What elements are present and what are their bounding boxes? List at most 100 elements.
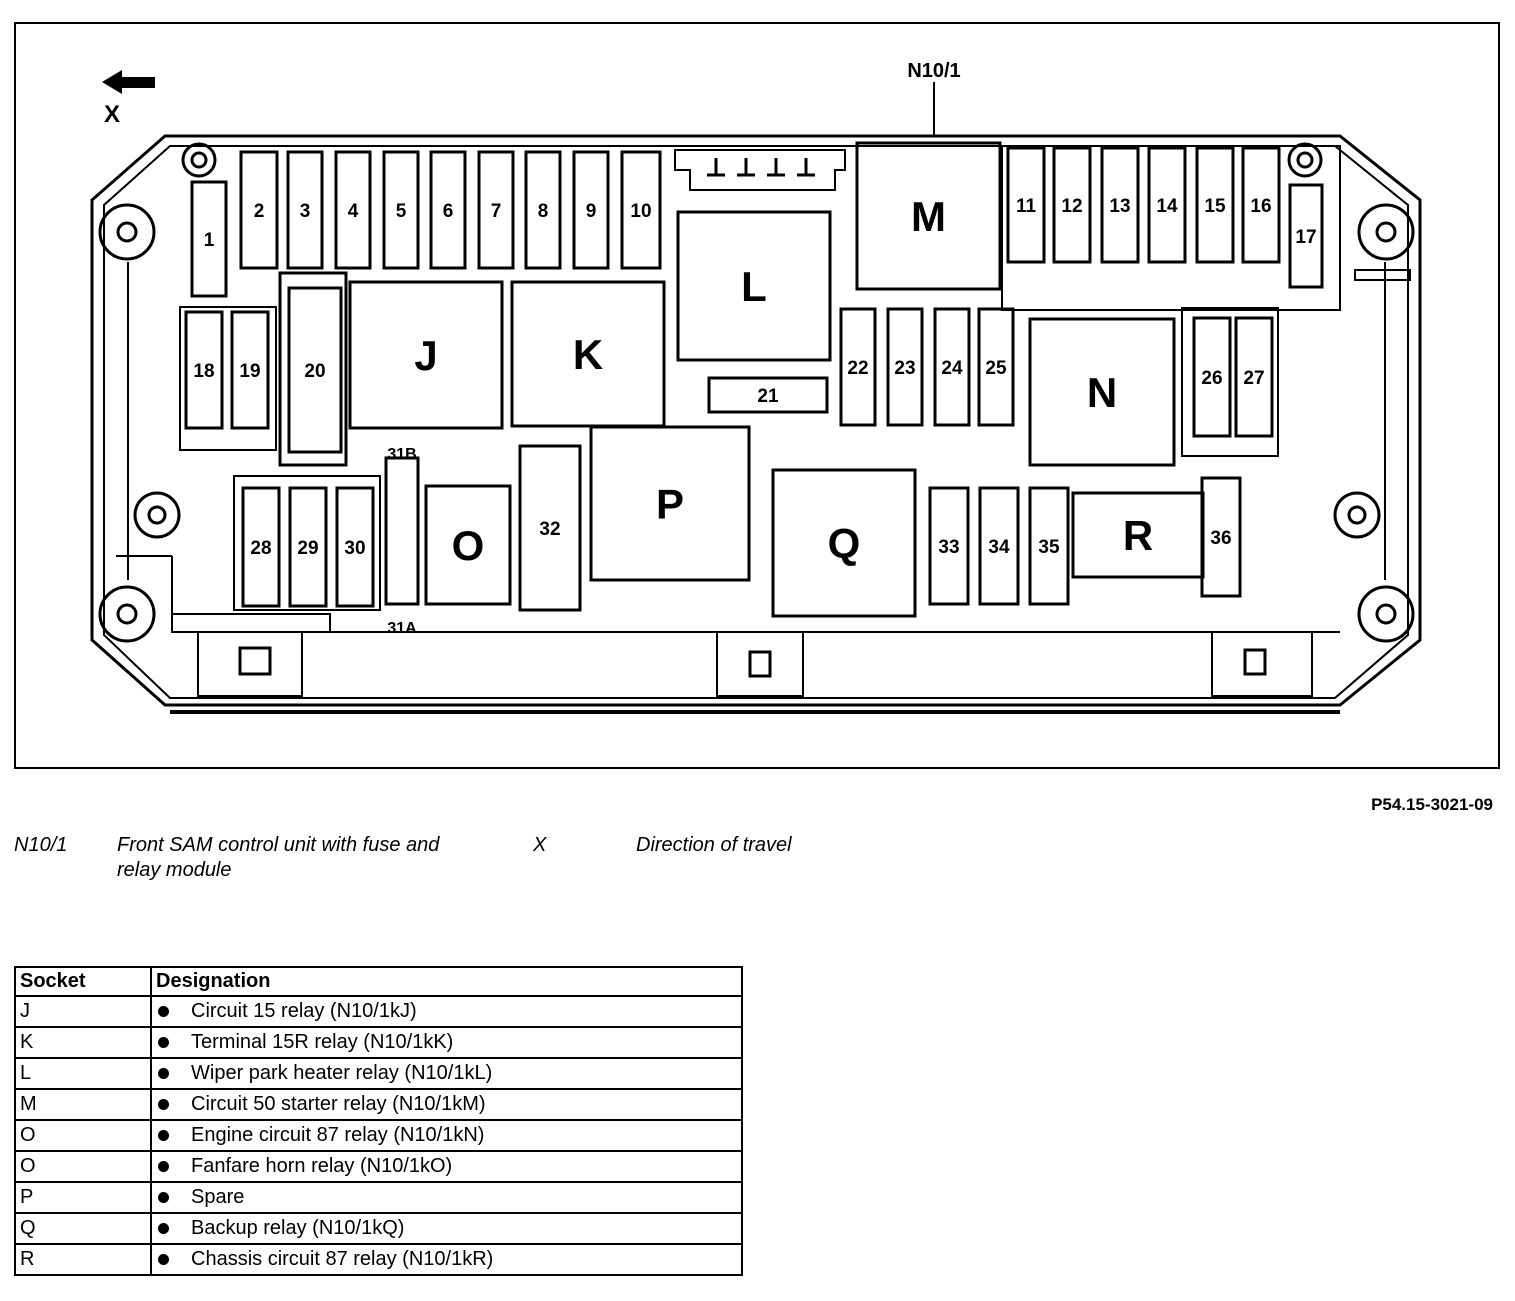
relay-socket: R	[1071, 491, 1205, 579]
designation-cell: Fanfare horn relay (N10/1kO)	[150, 1150, 743, 1183]
fuse-slot: 3	[286, 150, 324, 270]
designation-text: Chassis circuit 87 relay (N10/1kR)	[191, 1248, 494, 1270]
designation-text: Spare	[191, 1186, 245, 1208]
socket-cell: P	[14, 1181, 152, 1214]
fuse-label: 3	[300, 201, 311, 222]
table-row: R Chassis circuit 87 relay (N10/1kR)	[14, 1243, 743, 1276]
relay-label: N	[1087, 369, 1117, 416]
bullet-icon	[158, 1192, 169, 1204]
fuse-slot: 32	[518, 444, 582, 612]
fuse-slot: 22	[839, 307, 877, 427]
mounting-hole-icon	[1357, 585, 1415, 643]
fuse-label: 27	[1243, 368, 1264, 389]
fuse-label: 12	[1061, 196, 1082, 217]
fuse-slot: 7	[477, 150, 515, 270]
fuse-label: 29	[297, 538, 318, 559]
fuse-slot: 29	[288, 486, 328, 608]
bullet-icon	[158, 1099, 169, 1111]
mounting-hole-icon	[1287, 142, 1323, 178]
fuse-slot: 1	[190, 180, 228, 298]
legend-description: Direction of travel	[636, 834, 792, 856]
housing-outline	[90, 134, 1422, 707]
mounting-hole-icon	[181, 142, 217, 178]
fuse-label: 18	[193, 361, 214, 382]
fuse-slot: 33	[928, 486, 970, 606]
designation-text: Circuit 15 relay (N10/1kJ)	[191, 1000, 417, 1022]
bullet-icon	[158, 1254, 169, 1266]
fuse-label: 10	[630, 201, 651, 222]
fuse-label: 32	[539, 519, 560, 540]
fuse-slot: 20	[287, 286, 343, 454]
fuse-label: 35	[1038, 537, 1060, 558]
fuse-slot: 36	[1200, 476, 1242, 598]
fuse-label: 17	[1295, 227, 1316, 248]
socket-cell: R	[14, 1243, 152, 1276]
relay-label: Q	[828, 520, 861, 567]
fuse-label: 11	[1016, 196, 1037, 217]
table-header-row: Socket Designation	[14, 966, 743, 997]
fuse-label: 6	[443, 201, 454, 222]
connector-icon	[674, 149, 846, 191]
designation-cell: Terminal 15R relay (N10/1kK)	[150, 1026, 743, 1059]
fuse-label: 7	[491, 201, 502, 222]
fuse-slot: 19	[230, 310, 270, 430]
fuse-label: 15	[1204, 196, 1226, 217]
fuse-label: 16	[1250, 196, 1271, 217]
fuse-label: 30	[344, 538, 365, 559]
fuse-slot: 21	[707, 376, 829, 414]
bullet-icon	[158, 1037, 169, 1049]
bullet-icon	[158, 1223, 169, 1235]
fuse-slot: 31A	[387, 620, 417, 637]
fuse-slot: 15	[1195, 146, 1235, 264]
relay-socket: M	[855, 141, 1002, 291]
fuse-label: 24	[941, 358, 963, 379]
fuse-slot: 18	[184, 310, 224, 430]
relay-label: M	[911, 193, 946, 240]
designation-cell: Circuit 50 starter relay (N10/1kM)	[150, 1088, 743, 1121]
column-header-socket: Socket	[14, 966, 152, 997]
mounting-hole-icon	[1357, 203, 1415, 261]
fuse-slot: 5	[382, 150, 420, 270]
fuse-slot: 6	[429, 150, 467, 270]
column-header-designation: Designation	[150, 966, 743, 997]
fuse-label: 25	[985, 358, 1007, 379]
table-row: P Spare	[14, 1181, 743, 1214]
fuse-label: 20	[304, 361, 325, 382]
socket-cell: L	[14, 1057, 152, 1090]
fuse-label: 36	[1210, 528, 1231, 549]
relay-label: K	[573, 331, 603, 378]
fuse-label: 13	[1109, 196, 1130, 217]
reference-code: P54.15-3021-09	[1371, 795, 1493, 814]
bullet-icon	[158, 1161, 169, 1173]
relay-socket: J	[348, 280, 504, 430]
fuse-label: 2	[254, 201, 265, 222]
fuse-label: 4	[348, 201, 359, 222]
fuse-label: 31B	[387, 446, 416, 463]
mounting-hole-icon	[98, 203, 156, 261]
designation-cell: Engine circuit 87 relay (N10/1kN)	[150, 1119, 743, 1152]
designation-cell: Backup relay (N10/1kQ)	[150, 1212, 743, 1245]
fuse-slot: 28	[241, 486, 281, 608]
fuse-slot: 31B	[384, 446, 420, 606]
socket-cell: O	[14, 1150, 152, 1183]
fuse-label: 14	[1156, 196, 1178, 217]
fuse-slot: 25	[977, 307, 1015, 427]
designation-cell: Spare	[150, 1181, 743, 1214]
fuse-label: 34	[988, 537, 1010, 558]
fuse-slot: 11	[1006, 146, 1046, 264]
designation-text: Backup relay (N10/1kQ)	[191, 1217, 405, 1239]
fuse-slot: 27	[1234, 316, 1274, 438]
mounting-hole-icon	[1333, 491, 1381, 539]
designation-cell: Wiper park heater relay (N10/1kL)	[150, 1057, 743, 1090]
fuse-slot: 2	[239, 150, 279, 270]
relay-socket: L	[676, 210, 832, 362]
fuse-label: 19	[239, 361, 260, 382]
fuse-label: 8	[538, 201, 549, 222]
fuse-slot: 4	[334, 150, 372, 270]
